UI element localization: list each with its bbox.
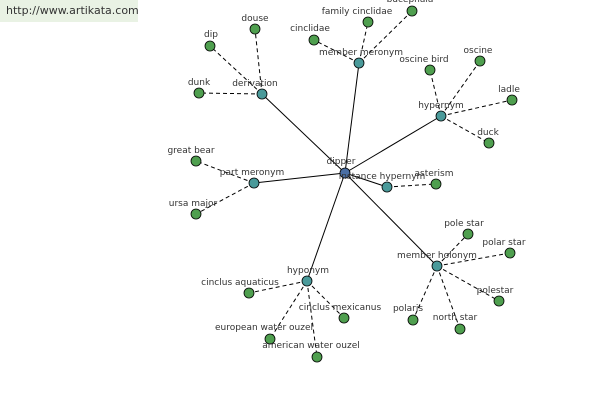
leaf-node-european-water-ouzel[interactable] bbox=[264, 333, 276, 345]
leaf-label-bucephala: bucephala bbox=[387, 0, 434, 5]
relation-node-member-holonym[interactable] bbox=[431, 260, 443, 272]
leaf-node-cinclidae[interactable] bbox=[308, 34, 320, 46]
leaf-node-oscine-bird[interactable] bbox=[424, 64, 436, 76]
edge-center-to-derivation bbox=[261, 93, 346, 174]
relation-node-instance-hypernym[interactable] bbox=[381, 181, 393, 193]
edge-hypernym-to-duck bbox=[440, 115, 490, 144]
edge-hyponym-to-american-water-ouzel bbox=[306, 280, 318, 358]
edge-member-holonym-to-polaris bbox=[412, 265, 438, 321]
leaf-node-oscine[interactable] bbox=[474, 55, 486, 67]
relation-label-hyponym: hyponym bbox=[287, 266, 329, 276]
leaf-label-polaris: polaris bbox=[393, 304, 423, 314]
leaf-node-polaris[interactable] bbox=[407, 314, 419, 326]
edge-member-meronym-to-cinclidae bbox=[313, 39, 360, 64]
edge-member-holonym-to-pole-star bbox=[436, 233, 469, 267]
leaf-label-polar-star: polar star bbox=[482, 238, 526, 248]
artikata-url-link[interactable]: http://www.artikata.com bbox=[0, 0, 139, 22]
edge-center-to-hyponym bbox=[306, 172, 346, 282]
leaf-node-ursa-major[interactable] bbox=[190, 208, 202, 220]
leaf-node-family-cinclidae[interactable] bbox=[362, 16, 374, 28]
edge-instance-hypernym-to-asterism bbox=[386, 183, 437, 188]
relation-node-part-meronym[interactable] bbox=[248, 177, 260, 189]
leaf-node-dip[interactable] bbox=[204, 40, 216, 52]
leaf-label-dunk: dunk bbox=[188, 78, 211, 88]
edge-center-to-part-meronym bbox=[253, 172, 346, 184]
edge-hyponym-to-cinclus-aquaticus bbox=[248, 280, 308, 294]
edge-center-to-hypernym bbox=[344, 115, 442, 174]
edge-part-meronym-to-great-bear bbox=[195, 160, 255, 184]
graph-nodes bbox=[190, 5, 518, 363]
leaf-label-family-cinclidae: family cinclidae bbox=[322, 7, 393, 17]
graph-labels: family cinclidae bucephala cinclidae member… bbox=[167, 0, 525, 351]
leaf-node-american-water-ouzel[interactable] bbox=[311, 351, 323, 363]
leaf-node-polar-star[interactable] bbox=[504, 247, 516, 259]
leaf-label-european-water-ouzel: european water ouzel bbox=[215, 323, 313, 333]
edge-derivation-to-dip bbox=[209, 45, 263, 95]
leaf-node-pole-star[interactable] bbox=[462, 228, 474, 240]
edge-center-to-member-meronym bbox=[344, 62, 360, 174]
leaf-label-cinclus-aquaticus: cinclus aquaticus bbox=[201, 278, 279, 288]
leaf-label-douse: douse bbox=[241, 14, 269, 24]
relation-node-hyponym[interactable] bbox=[301, 275, 313, 287]
edge-center-to-member-holonym bbox=[344, 172, 438, 267]
relation-node-member-meronym[interactable] bbox=[353, 57, 365, 69]
relation-label-member-holonym: member holonym bbox=[397, 251, 477, 261]
leaf-node-dunk[interactable] bbox=[193, 87, 205, 99]
leaf-node-duck[interactable] bbox=[483, 137, 495, 149]
edge-hypernym-to-ladle bbox=[440, 99, 513, 117]
leaf-node-cinclus-aquaticus[interactable] bbox=[243, 287, 255, 299]
leaf-node-douse[interactable] bbox=[249, 23, 261, 35]
leaf-label-duck: duck bbox=[477, 128, 499, 138]
relation-node-hypernym[interactable] bbox=[435, 110, 447, 122]
edge-part-meronym-to-ursa-major bbox=[195, 182, 255, 215]
edge-derivation-to-douse bbox=[254, 28, 263, 95]
edge-hyponym-to-cinclus-mexicanus bbox=[306, 280, 345, 319]
leaf-label-cinclidae: cinclidae bbox=[290, 24, 330, 34]
edge-member-holonym-to-polar-star bbox=[436, 252, 511, 267]
leaf-label-cinclus-mexicanus: cinclus mexicanus bbox=[299, 303, 382, 313]
graph-edges bbox=[195, 10, 513, 358]
leaf-node-bucephala[interactable] bbox=[406, 5, 418, 17]
leaf-node-north-star[interactable] bbox=[454, 323, 466, 335]
leaf-label-polestar: polestar bbox=[477, 286, 514, 296]
leaf-label-ursa-major: ursa major bbox=[169, 199, 218, 209]
leaf-node-asterism[interactable] bbox=[430, 178, 442, 190]
leaf-label-oscine: oscine bbox=[464, 46, 493, 56]
relation-node-derivation[interactable] bbox=[256, 88, 268, 100]
edge-member-meronym-to-bucephala bbox=[358, 10, 413, 64]
leaf-node-cinclus-mexicanus[interactable] bbox=[338, 312, 350, 324]
edge-hypernym-to-oscine-bird bbox=[429, 69, 442, 117]
edge-hypernym-to-oscine bbox=[440, 60, 481, 117]
relation-label-hypernym: hypernym bbox=[418, 101, 464, 111]
leaf-label-american-water-ouzel: american water ouzel bbox=[262, 341, 360, 351]
leaf-label-pole-star: pole star bbox=[444, 219, 484, 229]
leaf-label-oscine-bird: oscine bird bbox=[399, 55, 448, 65]
center-label-dipper: dipper bbox=[327, 157, 356, 167]
edge-hyponym-to-european-water-ouzel bbox=[269, 280, 308, 340]
leaf-node-polestar[interactable] bbox=[493, 295, 505, 307]
leaf-label-asterism: asterism bbox=[415, 169, 454, 179]
relation-label-derivation: derivation bbox=[232, 79, 278, 89]
relation-label-part-meronym: part meronym bbox=[220, 168, 284, 178]
leaf-label-dip: dip bbox=[204, 30, 218, 40]
edge-center-to-instance-hypernym bbox=[344, 172, 388, 188]
edge-member-holonym-to-polestar bbox=[436, 265, 500, 302]
leaf-node-great-bear[interactable] bbox=[190, 155, 202, 167]
leaf-label-great-bear: great bear bbox=[167, 146, 214, 156]
relation-label-member-meronym: member meronym bbox=[319, 48, 403, 58]
leaf-label-north-star: north star bbox=[433, 313, 478, 323]
center-node-dipper[interactable] bbox=[339, 167, 351, 179]
relation-label-instance-hypernym: instance hypernym bbox=[339, 172, 426, 182]
leaf-node-ladle[interactable] bbox=[506, 94, 518, 106]
leaf-label-ladle: ladle bbox=[498, 85, 520, 95]
edge-derivation-to-dunk bbox=[198, 92, 263, 95]
